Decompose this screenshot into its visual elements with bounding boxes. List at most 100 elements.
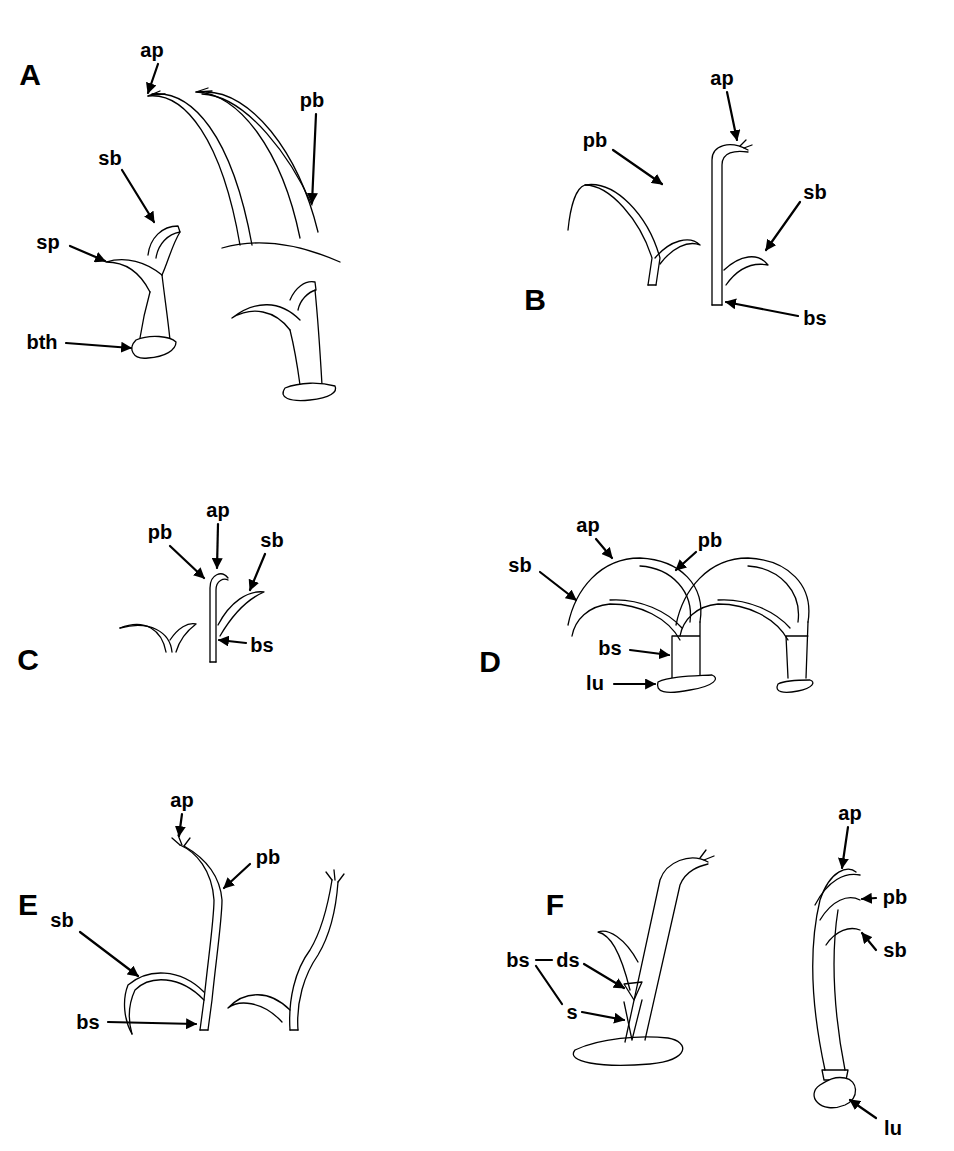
claw-outline — [218, 592, 264, 636]
claw-outline — [740, 140, 752, 148]
claw-outline — [222, 243, 340, 262]
leader-line — [536, 959, 552, 961]
part-label: ap — [205, 500, 230, 520]
leader-arrow — [170, 546, 204, 578]
leader-arrow — [312, 114, 316, 203]
claw-outline — [290, 330, 300, 385]
claw-outline — [106, 260, 162, 292]
claw-outline — [718, 600, 790, 628]
part-label: pb — [697, 530, 723, 550]
claw-outline — [148, 96, 240, 245]
leader-arrow — [862, 898, 876, 899]
claw-outline — [184, 846, 222, 1030]
claw-outline — [210, 574, 228, 662]
part-label: sb — [882, 940, 907, 960]
leader-arrow — [66, 343, 131, 348]
part-label: ds — [555, 950, 580, 970]
claw-outline — [610, 600, 682, 628]
panel-letter: D — [478, 647, 502, 677]
part-label: sb — [49, 910, 74, 930]
claw-a — [106, 88, 340, 401]
part-label: s — [565, 1002, 578, 1022]
claw-outline — [152, 94, 252, 245]
claw-outline — [180, 845, 214, 1030]
claw-outline — [722, 151, 748, 305]
part-label: pb — [299, 90, 325, 110]
claw-outline — [598, 931, 638, 990]
leader-arrow — [70, 246, 105, 261]
part-label: bth — [25, 332, 58, 352]
leader-arrow — [766, 202, 800, 250]
part-label: pb — [147, 522, 173, 542]
claw-b — [568, 140, 768, 305]
claw-outline — [625, 858, 708, 1042]
claw-d — [568, 558, 716, 692]
leader-arrow — [582, 1012, 624, 1020]
claw-outline — [170, 624, 196, 652]
part-label: lu — [585, 673, 605, 693]
claw-base — [657, 675, 715, 692]
leader-lines — [66, 64, 876, 1118]
claw-outline — [820, 898, 860, 920]
claw-outline — [140, 292, 150, 338]
leader-arrow — [630, 650, 669, 655]
leader-arrow — [614, 683, 655, 685]
panel-letter: A — [18, 60, 42, 90]
claw-outline — [210, 661, 216, 662]
claw-outline — [206, 92, 318, 232]
claw-outline — [298, 882, 338, 1030]
leader-arrow — [596, 539, 612, 558]
part-label: sb — [97, 148, 122, 168]
claw-outline — [200, 1029, 208, 1030]
part-label: bs — [802, 308, 827, 328]
leader-arrow — [613, 150, 662, 184]
claw-outline — [645, 864, 708, 1040]
leader-arrow — [726, 302, 798, 316]
leader-arrow — [179, 814, 182, 836]
panel-letter: F — [545, 890, 565, 920]
leader-arrow — [842, 827, 848, 868]
part-label: bs — [505, 950, 530, 970]
claw-outline — [326, 870, 344, 882]
claw-outline — [315, 290, 322, 385]
panel-letter: E — [17, 890, 39, 920]
part-label: bs — [597, 638, 622, 658]
claw-outline — [172, 835, 190, 846]
part-label: lu — [883, 1118, 903, 1138]
leader-arrow — [250, 554, 265, 590]
part-label: sp — [35, 232, 60, 252]
panel-letter: C — [16, 645, 40, 675]
part-label: ap — [139, 40, 164, 60]
part-label: bs — [75, 1012, 100, 1032]
leader-arrow — [122, 170, 154, 222]
leader-arrow — [108, 1022, 196, 1024]
claw-base — [777, 680, 813, 692]
claw-outline — [232, 305, 300, 330]
part-label: ap — [575, 515, 600, 535]
leader-arrow — [850, 1100, 876, 1118]
claw-outline — [815, 874, 860, 905]
claw-outline — [290, 880, 332, 1030]
claw-outline — [290, 1029, 298, 1030]
claw-outline — [712, 304, 722, 305]
leader-arrow — [584, 964, 624, 988]
part-label: sb — [259, 530, 284, 550]
part-label: pb — [255, 847, 281, 867]
part-label: pb — [582, 130, 608, 150]
claw-outline — [813, 869, 856, 1070]
claw-base — [283, 383, 336, 400]
claw-d — [676, 558, 813, 692]
claw-outline — [826, 929, 860, 945]
claw-c — [120, 574, 264, 662]
claw-outline — [568, 185, 652, 285]
claw-outline — [648, 284, 656, 285]
claw-outline — [624, 982, 642, 1000]
claw-outline — [148, 91, 165, 96]
claw-outline — [129, 980, 204, 1034]
claw-outline — [290, 282, 316, 310]
part-label: sb — [802, 182, 827, 202]
leader-arrow — [862, 933, 876, 950]
claw-outline — [724, 257, 768, 285]
